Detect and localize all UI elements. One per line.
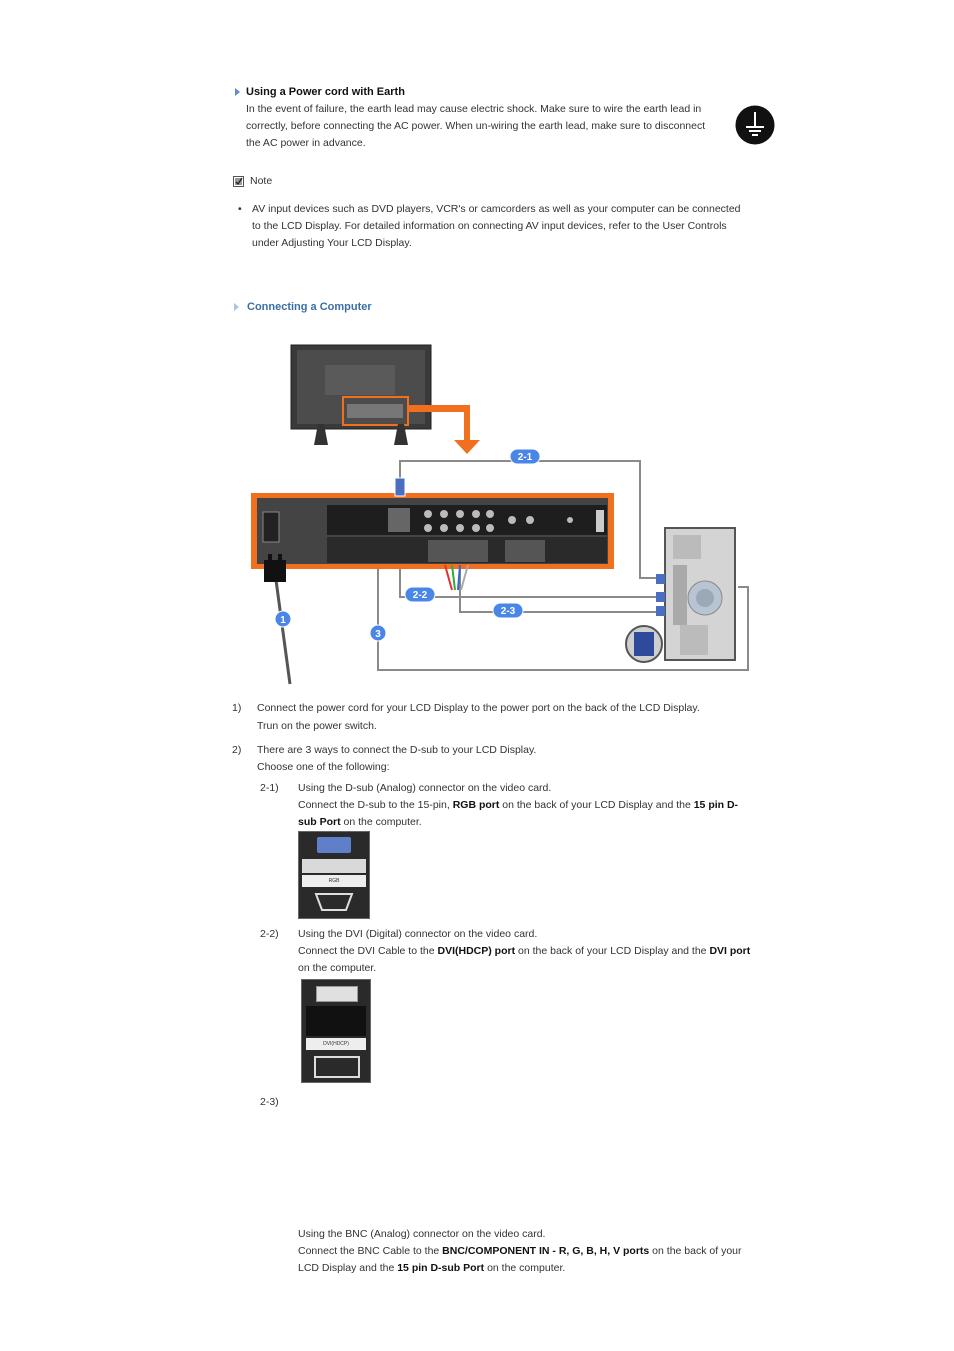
step-2-2-line-1: Using the DVI (Digital) connector on the… — [298, 928, 538, 940]
label-3: 3 — [369, 624, 387, 642]
step-2-1-number: 2-1) — [260, 782, 279, 794]
earth-text-3: the AC power in advance. — [246, 137, 366, 149]
note-text-2: to the LCD Display. For detailed informa… — [252, 220, 727, 232]
step-2-2-number: 2-2) — [260, 928, 279, 940]
svg-text:1: 1 — [280, 615, 286, 626]
step-2-3-line-1: Using the BNC (Analog) connector on the … — [298, 1228, 546, 1240]
earth-ground-icon — [735, 105, 775, 145]
step-1-number: 1) — [232, 702, 242, 714]
earth-text-2: correctly, before connecting the AC powe… — [246, 120, 706, 132]
section-title: Connecting a Computer — [247, 301, 372, 313]
step-2-1-line-2: Connect the D-sub to the 15-pin, RGB por… — [298, 799, 739, 811]
step-2-3-line-3: LCD Display and the 15 pin D-sub Port on… — [298, 1262, 566, 1274]
note-icon — [233, 176, 244, 187]
section-arrow-icon — [235, 88, 240, 96]
label-2-1: 2-1 — [509, 448, 541, 465]
note-text-3: under Adjusting Your LCD Display. — [252, 237, 412, 249]
step-2-3-number: 2-3) — [260, 1096, 279, 1108]
step-1-line-1: Connect the power cord for your LCD Disp… — [257, 702, 700, 714]
label-2-2: 2-2 — [404, 586, 436, 603]
step-2-1-line-3: sub Port on the computer. — [298, 816, 422, 828]
step-2-line-1: There are 3 ways to connect the D-sub to… — [257, 744, 537, 756]
earth-title: Using a Power cord with Earth — [246, 86, 405, 98]
step-2-2-line-2: Connect the DVI Cable to the DVI(HDCP) p… — [298, 945, 751, 957]
step-2-1-line-1: Using the D-sub (Analog) connector on th… — [298, 782, 552, 794]
section-arrow-icon — [234, 303, 239, 311]
step-2-number: 2) — [232, 744, 242, 756]
label-2-3: 2-3 — [492, 602, 524, 619]
svg-text:2-2: 2-2 — [413, 590, 428, 601]
dvi-port-label: DVI(HDCP) — [306, 1038, 366, 1050]
rgb-port-label: RGB — [302, 875, 366, 887]
svg-text:3: 3 — [375, 629, 381, 640]
note-label: Note — [250, 175, 273, 187]
svg-text:2-1: 2-1 — [518, 452, 533, 463]
dvi-port-image: DVI(HDCP) — [301, 979, 371, 1083]
note-text-1: AV input devices such as DVD players, VC… — [252, 203, 741, 215]
step-1-line-2: Trun on the power switch. — [257, 720, 377, 732]
connection-diagram: 2-1 2-2 2-3 1 3 — [251, 344, 749, 685]
rear-panel — [251, 493, 614, 569]
lcd-display-rear — [290, 344, 432, 445]
label-1: 1 — [274, 610, 292, 628]
step-2-line-2: Choose one of the following: — [257, 761, 390, 773]
step-2-3-line-2: Connect the BNC Cable to the BNC/COMPONE… — [298, 1245, 742, 1257]
note-bullet: • — [238, 203, 242, 215]
computer-tower — [656, 527, 736, 661]
svg-text:2-3: 2-3 — [501, 606, 516, 617]
earth-text-1: In the event of failure, the earth lead … — [246, 103, 702, 115]
rgb-port-image: RGB — [298, 831, 370, 919]
step-2-2-line-3: on the computer. — [298, 962, 377, 974]
